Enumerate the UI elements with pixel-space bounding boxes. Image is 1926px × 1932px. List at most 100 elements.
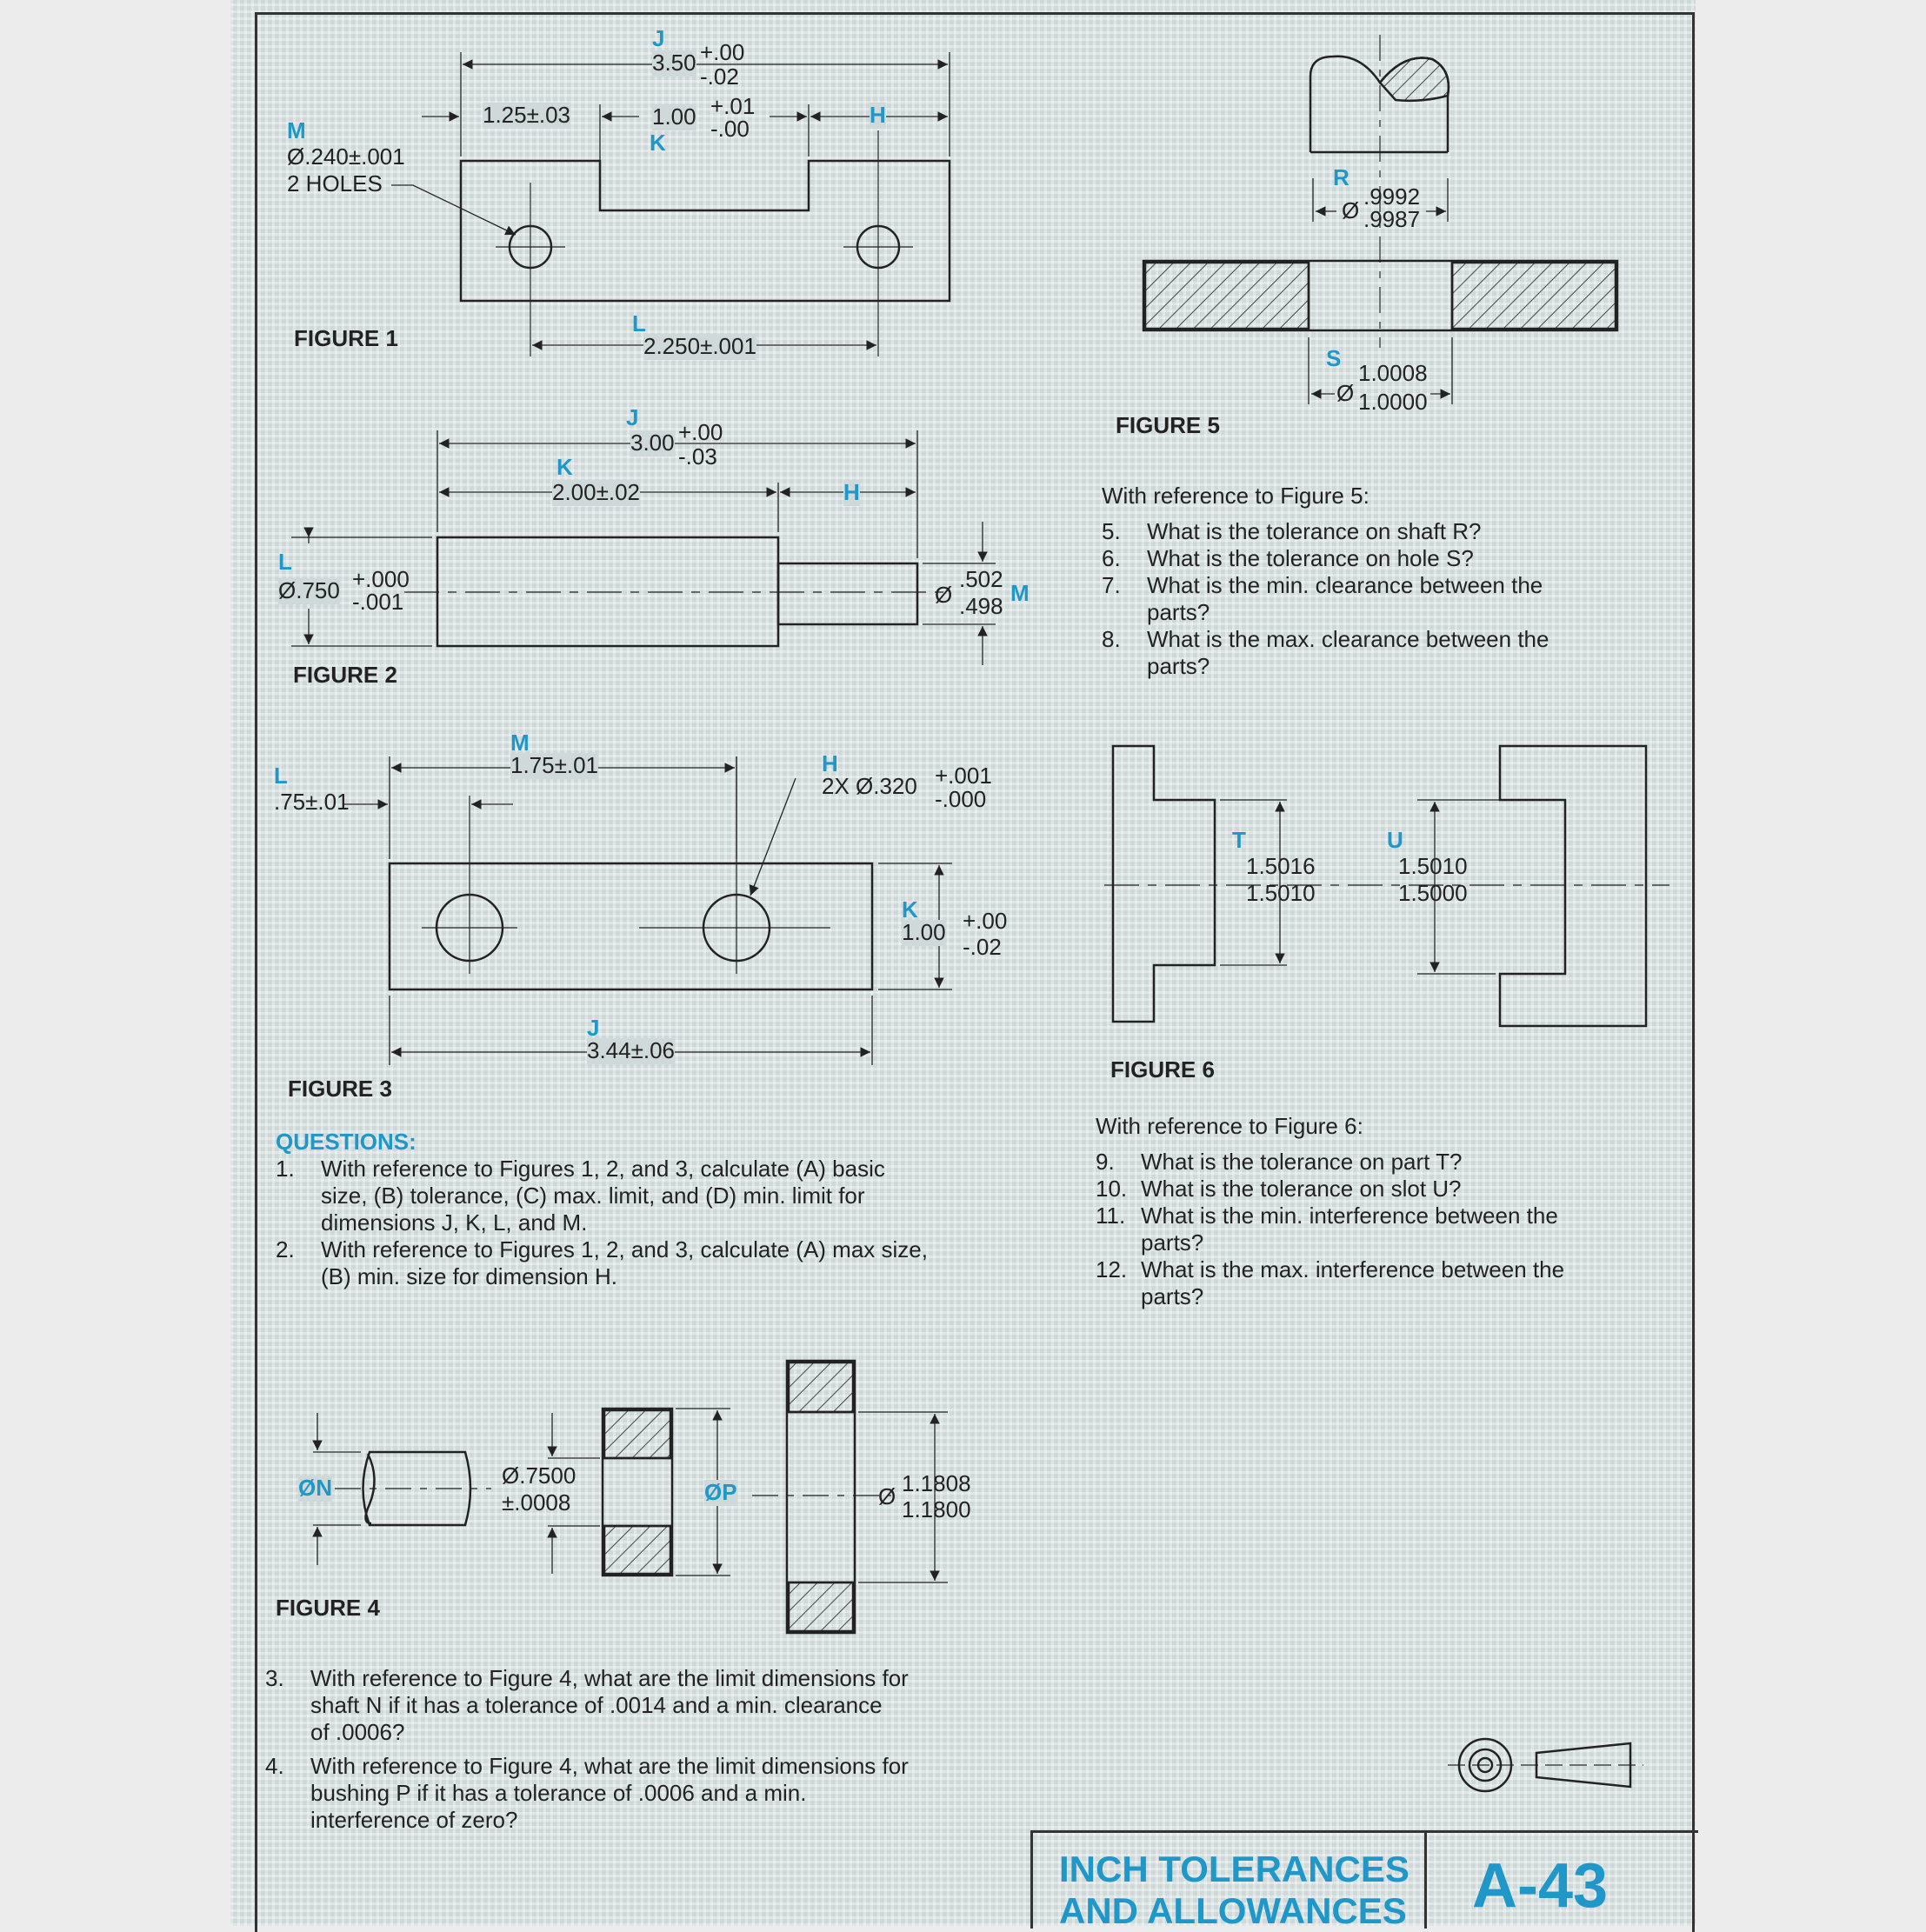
fig1-m-value: Ø.240±.001 <box>287 143 405 170</box>
fig1-m-note: 2 HOLES <box>287 170 383 197</box>
fig6-t-upper: 1.5016 <box>1246 853 1316 879</box>
fig1-j-minus: -.02 <box>700 63 739 90</box>
fig2-k-label: K <box>556 454 573 480</box>
fig5-s-lower: 1.0000 <box>1358 389 1428 415</box>
title-block: INCH TOLERANCES AND ALLOWANCES A-43 <box>1030 1830 1698 1932</box>
question-5: 5.What is the tolerance on shaft R? <box>1102 518 1482 544</box>
figure4-title: FIGURE 4 <box>276 1595 380 1621</box>
questions-figure-5: With reference to Figure 5: 5.What is th… <box>1102 483 1658 680</box>
fig1-m-label: M <box>287 117 306 143</box>
question-8: 8.What is the max. clearance between the… <box>1102 626 1549 679</box>
question-2: 2. With reference to Figures 1, 2, and 3… <box>276 1236 928 1289</box>
figure4-parts <box>312 1359 948 1635</box>
figure3-title: FIGURE 3 <box>288 1076 392 1102</box>
figure1-part <box>391 52 951 356</box>
fig2-j-base: 3.00 <box>630 430 675 456</box>
fig1-k-base: 1.00 <box>652 103 696 130</box>
fig5-s-sym: Ø <box>1336 380 1355 406</box>
fig3-j-value: 3.44±.06 <box>587 1037 676 1064</box>
fig3-k-minus: -.02 <box>963 934 1002 960</box>
question-1: 1. With reference to Figures 1, 2, and 3… <box>276 1156 885 1236</box>
fig3-l-value: .75±.01 <box>274 789 350 815</box>
fig1-j-plus: +.00 <box>700 39 745 65</box>
title-line-2: AND ALLOWANCES <box>1059 1890 1407 1931</box>
fig2-l-minus: -.001 <box>352 589 404 615</box>
questions-heading: QUESTIONS: <box>276 1129 417 1155</box>
fig3-j-label: J <box>587 1015 600 1041</box>
figure2-part <box>291 430 996 665</box>
fig4-bore-tol: ±.0008 <box>502 1489 571 1516</box>
fig5-r-sym: Ø <box>1342 197 1360 223</box>
title-block-divider <box>1424 1833 1427 1929</box>
fig2-k-value: 2.00±.02 <box>552 479 641 506</box>
fig5-r-lower: .9987 <box>1363 206 1421 232</box>
fig3-m-value: 1.75±.01 <box>510 752 599 779</box>
fig3-h-label: H <box>822 750 838 776</box>
fig1-l-value: 2.250±.001 <box>643 333 756 360</box>
fig1-k-plus: +.01 <box>710 93 756 119</box>
fig6-t-lower: 1.5010 <box>1246 880 1316 906</box>
questions-figure-6: With reference to Figure 6: 9.What is th… <box>1096 1113 1661 1310</box>
figure6-parts <box>1104 744 1669 1028</box>
figure5-intro: With reference to Figure 5: <box>1102 483 1370 509</box>
question-12: 12.What is the max. interference between… <box>1096 1256 1565 1309</box>
fig3-l-label: L <box>274 763 288 789</box>
drawing-sheet: J 3.50 +.00 -.02 1.25±.03 1.00 +.01 -.00… <box>230 0 1696 1932</box>
fig5-s-upper: 1.0008 <box>1358 360 1428 386</box>
fig4-od-upper: 1.1808 <box>902 1470 971 1496</box>
title-block-title: INCH TOLERANCES AND ALLOWANCES <box>1059 1849 1410 1932</box>
fig3-h-minus: -.000 <box>935 786 987 812</box>
fig2-l-label: L <box>278 549 292 575</box>
figure5-parts <box>1142 35 1619 404</box>
fig5-r-label: R <box>1333 164 1350 190</box>
fig2-j-minus: -.03 <box>678 443 717 470</box>
sheet-border <box>255 12 1695 1932</box>
question-4: 4. With reference to Figure 4, what are … <box>265 1753 909 1833</box>
question-3: 3. With reference to Figure 4, what are … <box>265 1665 909 1745</box>
fig4-od-sym: Ø <box>878 1483 896 1509</box>
fig3-h-base: 2X Ø.320 <box>822 773 917 799</box>
fig6-u-label: U <box>1387 827 1403 853</box>
page-number: A-43 <box>1472 1851 1609 1921</box>
fig3-k-plus: +.00 <box>963 908 1008 934</box>
fig5-s-label: S <box>1326 345 1342 371</box>
fig4-od-lower: 1.1800 <box>902 1496 971 1522</box>
figure5-title: FIGURE 5 <box>1116 412 1220 438</box>
figure2-title: FIGURE 2 <box>293 662 397 688</box>
fig1-k-minus: -.00 <box>710 116 750 142</box>
line-drawings <box>291 35 1669 1793</box>
fig2-j-label: J <box>626 404 639 430</box>
question-7: 7.What is the min. clearance between the… <box>1102 572 1543 625</box>
fig2-j-plus: +.00 <box>678 419 723 445</box>
questions-figure-4: 3. With reference to Figure 4, what are … <box>265 1665 1030 1834</box>
figure6-intro: With reference to Figure 6: <box>1096 1113 1363 1139</box>
fig6-u-upper: 1.5010 <box>1398 853 1468 879</box>
fig4-n-label: ØN <box>298 1475 332 1502</box>
fig4-bore-value: Ø.7500 <box>502 1462 576 1489</box>
figure1-title: FIGURE 1 <box>294 325 398 351</box>
question-9: 9.What is the tolerance on part T? <box>1096 1149 1463 1175</box>
fig4-p-label: ØP <box>704 1479 737 1506</box>
fig1-j-base: 3.50 <box>652 50 696 77</box>
fig1-l-label: L <box>632 310 646 336</box>
fig3-k-base: 1.00 <box>902 919 946 946</box>
fig6-u-lower: 1.5000 <box>1398 880 1468 906</box>
fig3-k-label: K <box>902 896 918 923</box>
question-10: 10.What is the tolerance on slot U? <box>1096 1176 1462 1202</box>
fig2-m-upper: .502 <box>959 566 1003 592</box>
figure6-title: FIGURE 6 <box>1110 1056 1215 1083</box>
fig1-h-label: H <box>870 102 886 129</box>
fig2-h-label: H <box>843 479 860 506</box>
fig6-t-label: T <box>1232 827 1246 853</box>
fig2-l-plus: +.000 <box>352 566 410 592</box>
fig2-l-base: Ø.750 <box>278 577 340 604</box>
questions-figures-1-3: QUESTIONS: 1. With reference to Figures … <box>276 1129 1023 1290</box>
fig3-h-plus: +.001 <box>935 763 992 789</box>
fig5-r-upper: .9992 <box>1363 183 1421 210</box>
fig1-j-label: J <box>652 25 665 51</box>
question-6: 6.What is the tolerance on hole S? <box>1102 545 1474 571</box>
fig1-k-label: K <box>650 130 666 156</box>
figure3-part <box>343 756 952 1065</box>
fig2-m-label: M <box>1010 580 1030 606</box>
fig2-m-sym: Ø <box>935 582 953 608</box>
